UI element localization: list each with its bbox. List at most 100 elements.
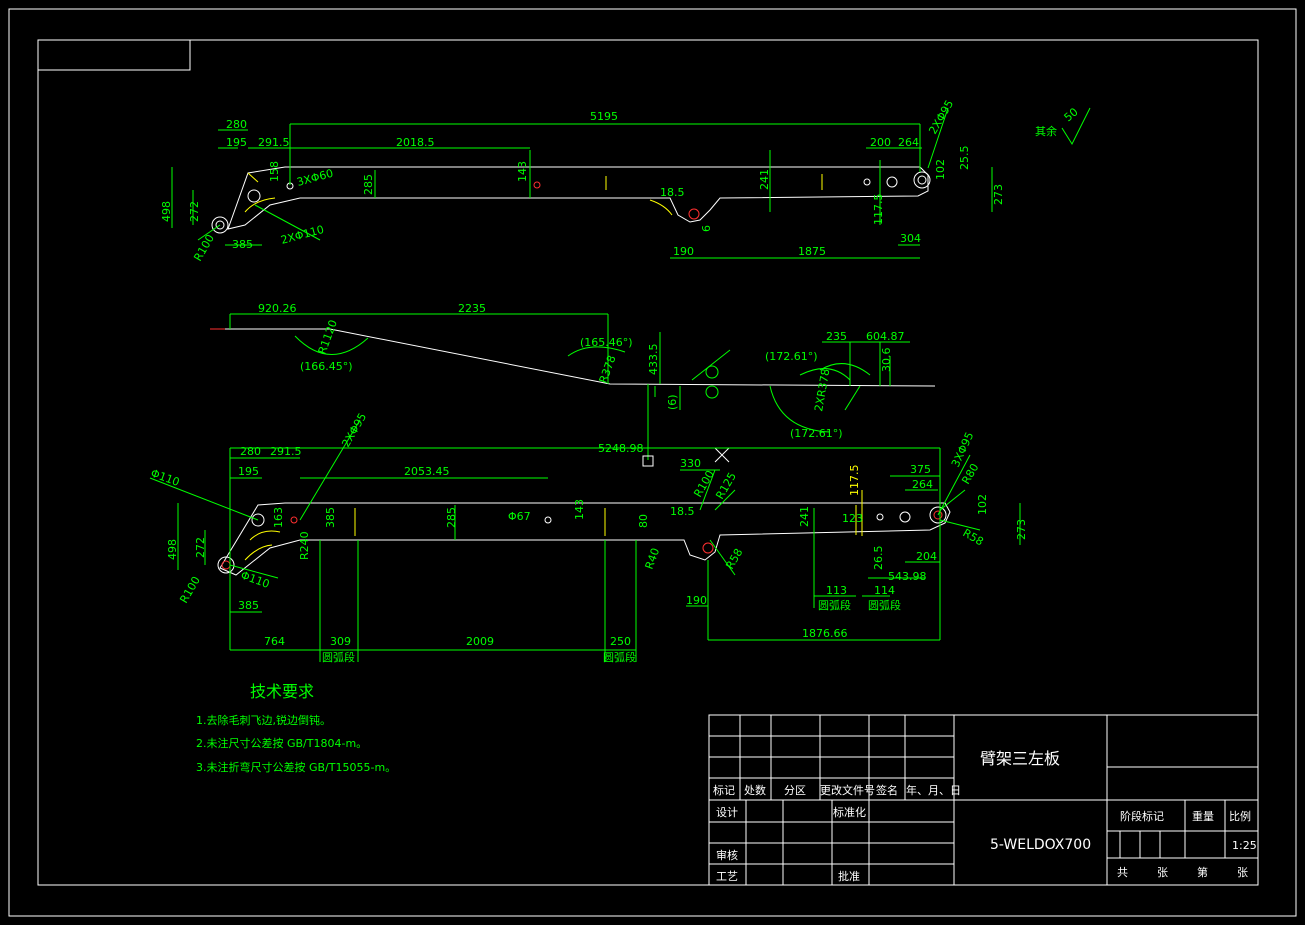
dim-280: 280: [226, 118, 247, 131]
title-block: 标记 处数 分区 更改文件号 签名 年、月、日 设计 标准化 审核 工艺 批准 …: [708, 714, 1259, 886]
dim-102: 102: [934, 159, 947, 180]
view3-hole-5: [702, 542, 714, 554]
dim-166-45: (166.45°): [300, 360, 353, 373]
roughness-value: 50: [1062, 105, 1081, 124]
dim-5195: 5195: [590, 110, 618, 123]
hdr-sign: 签名: [876, 783, 898, 797]
view3-hole-6: [876, 513, 884, 521]
dim-204: 204: [916, 550, 937, 563]
dim-102: 102: [976, 494, 989, 515]
view3-yellow-arc-2: [244, 544, 273, 561]
view1-dim-lines: [171, 107, 993, 259]
view3-hole-8: [929, 506, 947, 524]
view-1-top-plate: 5195 280 195 291.5 2018.5 200 264 2XΦ95 …: [160, 98, 1005, 264]
dim-5248-98: 5248.98: [598, 442, 644, 455]
view1-hole-7: [886, 176, 898, 188]
inner-border: [37, 39, 1259, 886]
view1-hole-1-inner: [215, 220, 225, 230]
dim-r378: R378: [597, 354, 619, 385]
dim-2009: 2009: [466, 635, 494, 648]
dim-250: 250: [610, 635, 631, 648]
dim-272: 272: [188, 201, 201, 222]
view-2-side-profile: 920.26 2235 (166.45°) R1120 (165.46°) 43…: [210, 302, 936, 467]
dim-264: 264: [898, 136, 919, 149]
dim-r40: R40: [643, 546, 663, 571]
dim-433-5: 433.5: [647, 344, 660, 376]
view1-yellow-1: [247, 172, 259, 183]
view3-yellow-arc-1: [249, 530, 281, 541]
dim-r58-b: R58: [961, 526, 986, 548]
dim-304: 304: [900, 232, 921, 245]
dim-285: 285: [362, 174, 375, 195]
dim-280: 280: [240, 445, 261, 458]
title-block-texts: 标记 处数 分区 更改文件号 签名 年、月、日 设计 标准化 审核 工艺 批准 …: [713, 749, 1257, 883]
dim-163: 163: [272, 507, 285, 528]
hdr-date: 年、月、日: [906, 783, 961, 797]
view2-x-mark-b: [714, 447, 730, 463]
dim-172-61-b: (172.61°): [790, 427, 843, 440]
dim-phi110-b: Φ110: [239, 569, 271, 591]
dim-195: 195: [238, 465, 259, 478]
tech-item-3: 3.未注折弯尺寸公差按 GB/T15055-m。: [196, 760, 396, 774]
dim-385: 385: [238, 599, 259, 612]
view3-hole-1-inner: [221, 560, 231, 570]
dim-543-98: 543.98: [888, 570, 927, 583]
dim-273: 273: [1015, 519, 1028, 540]
part-name: 臂架三左板: [980, 749, 1060, 768]
view-3-flat-pattern: 280 291.5 2XΦ95 5248.98 Φ110 195 2053.45…: [149, 411, 1028, 664]
hdr-change-doc: 更改文件号: [820, 783, 875, 797]
hdr-mark: 标记: [713, 783, 735, 797]
view1-hole-2: [247, 189, 261, 203]
tech-item-2: 2.未注尺寸公差按 GB/T1804-m。: [196, 736, 367, 750]
dim-r58-a: R58: [723, 546, 745, 571]
view1-yellow-arc: [244, 197, 276, 213]
dim-2235: 2235: [458, 302, 486, 315]
dim-2018-5: 2018.5: [396, 136, 435, 149]
dim-r240: R240: [298, 531, 311, 560]
dim-2xphi95: 2XΦ95: [339, 411, 369, 450]
dim-r100-b: R100: [177, 574, 203, 605]
hdr-zone: 分区: [784, 784, 806, 797]
label-sheet: 张: [1237, 866, 1248, 879]
dim-309: 309: [330, 635, 351, 648]
label-stage-mark: 阶段标记: [1120, 809, 1164, 823]
dim-1875: 1875: [798, 245, 826, 258]
label-review: 审核: [716, 848, 738, 862]
view1-outline: [227, 166, 929, 230]
dim-25-5: 25.5: [958, 146, 971, 171]
dim-1876-66: 1876.66: [802, 627, 848, 640]
dim-172-61-a: (172.61°): [765, 350, 818, 363]
dim-143: 143: [573, 499, 586, 520]
label-standardize: 标准化: [833, 805, 866, 819]
view3-hole-4: [544, 516, 552, 524]
scale-value: 1:25: [1232, 839, 1257, 852]
dim-604-87: 604.87: [866, 330, 905, 343]
material: 5-WELDOX700: [990, 837, 1091, 853]
view1-dim-texts: 5195 280 195 291.5 2018.5 200 264 2XΦ95 …: [160, 98, 1005, 264]
view3-hole-3: [290, 516, 298, 524]
dim-330: 330: [680, 457, 701, 470]
view1-hole-8-inner: [917, 175, 927, 185]
dim-498: 498: [166, 539, 179, 560]
view2-section-mark: [642, 455, 654, 467]
dim-r1120: R1120: [316, 318, 340, 356]
dim-273: 273: [992, 184, 1005, 205]
view3-hole-2: [251, 513, 265, 527]
dim-2xphi110: 2XΦ110: [279, 223, 325, 247]
tech-requirements: 技术要求 1.去除毛刺飞边,锐边倒钝。 2.未注尺寸公差按 GB/T1804-m…: [196, 682, 396, 774]
dim-117-5: 117.5: [848, 465, 861, 497]
dim-200: 200: [870, 136, 891, 149]
dim-190: 190: [686, 594, 707, 607]
view1-hole-1: [211, 216, 229, 234]
label-scale: 比例: [1229, 809, 1251, 823]
view3-hole-7: [899, 511, 911, 523]
dim-291-5: 291.5: [270, 445, 302, 458]
view3-dim-lines: [149, 419, 1021, 662]
dim-18-5: 18.5: [670, 505, 695, 518]
outer-border: [8, 8, 1297, 917]
dim-phi67: Φ67: [508, 510, 531, 523]
view3-hole-8-inner: [933, 510, 943, 520]
view3-outline: [219, 502, 951, 576]
view1-hole-8: [913, 171, 931, 189]
